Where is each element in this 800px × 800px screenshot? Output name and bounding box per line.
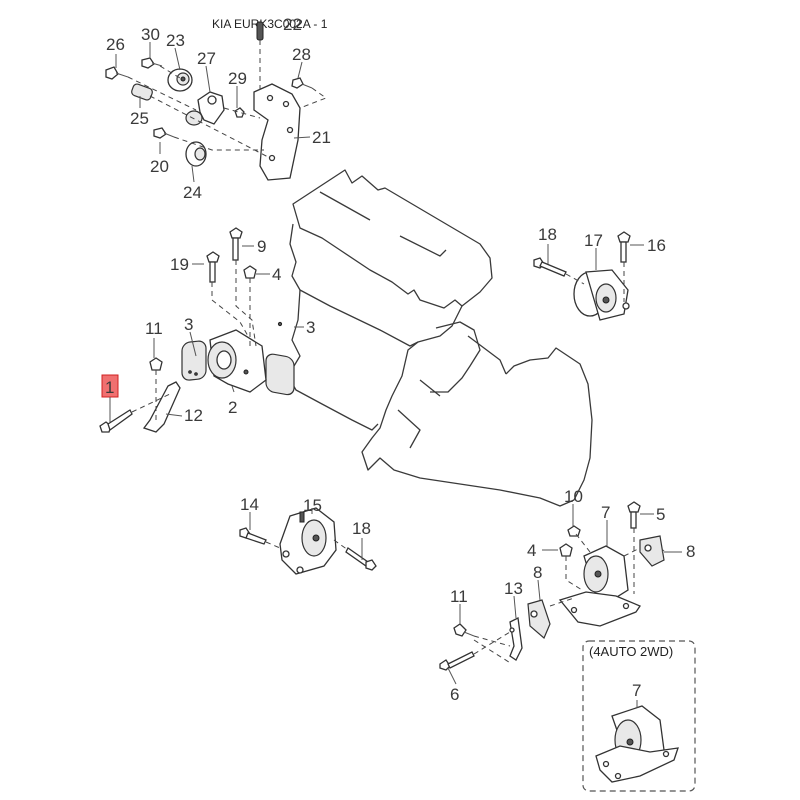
bolt-18-upper[interactable] xyxy=(533,257,567,277)
callout-25[interactable]: 25 xyxy=(130,109,149,128)
bolt-1-highlighted[interactable] xyxy=(99,409,133,433)
mount-insulator-7[interactable] xyxy=(558,545,641,627)
mount-insulator-2[interactable] xyxy=(207,329,267,393)
right-mount-group xyxy=(533,231,631,321)
bolt-28[interactable] xyxy=(291,77,313,89)
bolt-16[interactable] xyxy=(617,231,631,263)
plate-8-left[interactable] xyxy=(527,599,551,639)
nut-11-left[interactable] xyxy=(149,357,163,371)
callout-26[interactable]: 26 xyxy=(106,35,125,54)
plate-3-left[interactable] xyxy=(181,340,207,381)
nut-4-lower[interactable] xyxy=(559,543,573,557)
callout-2[interactable]: 2 xyxy=(228,398,237,417)
mount-insulator-7-auto[interactable] xyxy=(595,705,679,783)
plate-8-right[interactable] xyxy=(639,535,665,567)
idler-pulley-23[interactable] xyxy=(167,68,193,92)
callout-10[interactable]: 10 xyxy=(564,487,583,506)
callout-8-right[interactable]: 8 xyxy=(686,542,695,561)
callout-4-upper[interactable]: 4 xyxy=(272,265,281,284)
callout-15[interactable]: 15 xyxy=(303,496,322,515)
callout-7-inset[interactable]: 7 xyxy=(632,681,641,700)
callout-11-lower[interactable]: 11 xyxy=(450,587,468,606)
spacer-25[interactable] xyxy=(131,83,154,101)
callout-14[interactable]: 14 xyxy=(240,495,259,514)
callout-9[interactable]: 9 xyxy=(257,237,266,256)
bolt-20[interactable] xyxy=(153,127,175,139)
callout-8-left[interactable]: 8 xyxy=(533,563,542,582)
callout-30[interactable]: 30 xyxy=(141,25,160,44)
mount-insulator-15[interactable] xyxy=(279,507,337,575)
callout-20[interactable]: 20 xyxy=(150,157,169,176)
callout-22[interactable]: 22 xyxy=(283,15,302,34)
callout-17[interactable]: 17 xyxy=(584,231,603,250)
callout-7[interactable]: 7 xyxy=(601,503,610,522)
callout-18-upper[interactable]: 18 xyxy=(538,225,557,244)
callout-23[interactable]: 23 xyxy=(166,31,185,50)
callout-19[interactable]: 19 xyxy=(170,255,189,274)
callout-12[interactable]: 12 xyxy=(184,406,203,425)
callout-5[interactable]: 5 xyxy=(656,505,665,524)
callout-18-lower[interactable]: 18 xyxy=(352,519,371,538)
callout-3-left[interactable]: 3 xyxy=(184,315,193,334)
callout-3-right[interactable]: 3 xyxy=(306,318,315,337)
callout-28[interactable]: 28 xyxy=(292,45,311,64)
leader-lines xyxy=(109,42,665,708)
plate-3-right[interactable] xyxy=(265,321,295,396)
idler-pulley-24[interactable] xyxy=(185,141,207,167)
bracket-12[interactable] xyxy=(142,381,181,433)
mount-insulator-17[interactable] xyxy=(573,269,630,321)
callout-27[interactable]: 27 xyxy=(197,49,216,68)
bolt-18-lower[interactable] xyxy=(345,547,377,571)
inset-label: (4AUTO 2WD) xyxy=(589,644,673,659)
nut-4[interactable] xyxy=(243,265,257,279)
bracket-21[interactable] xyxy=(253,83,301,181)
bolt-30[interactable] xyxy=(141,57,163,69)
center-mount-group xyxy=(239,507,377,575)
tensioner-arm-27[interactable] xyxy=(185,91,225,126)
engine-assembly-outline xyxy=(287,169,593,507)
callout-4-lower[interactable]: 4 xyxy=(527,541,536,560)
callout-labels: 26 30 23 27 22 28 29 25 21 20 24 9 19 4 … xyxy=(105,15,695,704)
callout-13[interactable]: 13 xyxy=(504,579,523,598)
callout-11-upper[interactable]: 11 xyxy=(145,319,163,338)
callout-16[interactable]: 16 xyxy=(647,236,666,255)
callout-1-highlighted[interactable]: 1 xyxy=(105,378,114,397)
inset-4auto-2wd: (4AUTO 2WD) xyxy=(582,640,696,792)
bolt-9[interactable] xyxy=(229,227,243,261)
bolt-5[interactable] xyxy=(627,501,641,529)
callout-6[interactable]: 6 xyxy=(450,685,459,704)
bracket-13[interactable] xyxy=(509,617,523,661)
bolt-6[interactable] xyxy=(439,651,475,671)
callout-21[interactable]: 21 xyxy=(312,128,331,147)
nut-10[interactable] xyxy=(567,525,581,537)
bolt-26[interactable] xyxy=(105,66,129,80)
bolt-19[interactable] xyxy=(206,251,220,283)
nut-11-lower[interactable] xyxy=(453,623,475,637)
left-mount-group xyxy=(99,227,295,433)
lower-right-mount-group xyxy=(439,501,665,671)
diagram-title: KIA EURK3C002A - 1 xyxy=(212,17,328,31)
callout-24[interactable]: 24 xyxy=(183,183,202,202)
nut-29[interactable] xyxy=(234,107,245,118)
bolt-14[interactable] xyxy=(239,527,267,545)
stud-22[interactable] xyxy=(256,21,264,41)
callout-29[interactable]: 29 xyxy=(228,69,247,88)
tensioner-group xyxy=(105,21,328,181)
